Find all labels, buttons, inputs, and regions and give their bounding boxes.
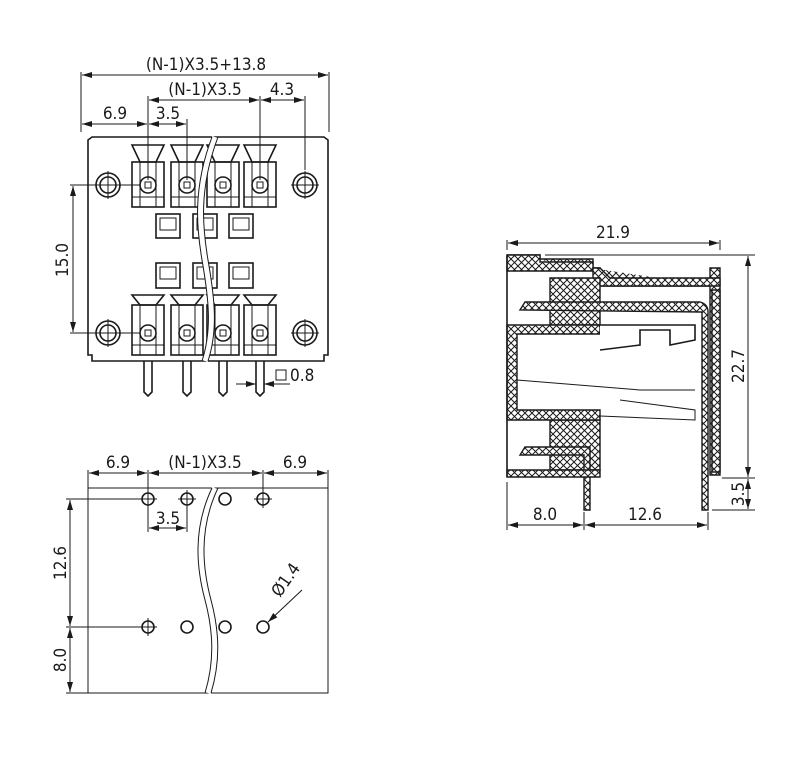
terminal-blocks xyxy=(130,144,278,356)
terminal xyxy=(205,294,241,356)
dim-row-spacing: 12.6 xyxy=(51,546,71,580)
pcb-layout-view: 6.9 (N-1)X3.5 6.9 3.5 12.6 8.0 Ø1.4 xyxy=(51,453,329,694)
dim-right-offset: 4.3 xyxy=(270,80,294,100)
pcb-holes xyxy=(139,490,272,636)
pins xyxy=(143,361,265,398)
release-windows xyxy=(155,213,254,289)
dim-row-spacing: 15.0 xyxy=(53,243,73,277)
dim-pitch-span: (N-1)X3.5 xyxy=(168,453,241,473)
dim-pitch: 3.5 xyxy=(156,104,180,124)
dim-height: 22.7 xyxy=(729,349,749,383)
dim-pin-to-pin: 12.6 xyxy=(628,505,662,525)
dim-pitch: 3.5 xyxy=(156,509,180,529)
break-line xyxy=(197,135,218,362)
terminal xyxy=(242,294,278,356)
dim-left-offset: 6.9 xyxy=(103,104,127,124)
dim-front-to-pin: 8.0 xyxy=(533,505,557,525)
terminal xyxy=(169,294,205,356)
terminal xyxy=(130,144,166,208)
front-view: (N-1)X3.5+13.8 (N-1)X3.5 4.3 6.9 3.5 15.… xyxy=(53,55,330,398)
dim-pin-length: 3.5 xyxy=(729,482,749,506)
terminal xyxy=(205,144,241,208)
dim-total-width: (N-1)X3.5+13.8 xyxy=(146,55,266,75)
dim-left: 6.9 xyxy=(106,453,130,473)
dim-pin-size: 0.8 xyxy=(290,366,314,386)
dim-hole-diameter: Ø1.4 xyxy=(268,560,305,601)
dim-depth: 21.9 xyxy=(596,223,630,243)
dim-right: 6.9 xyxy=(283,453,307,473)
terminal xyxy=(130,294,166,356)
side-view: 21.9 22.7 3.5 8.0 12.6 xyxy=(506,223,755,530)
dim-pitch-span: (N-1)X3.5 xyxy=(168,80,241,100)
dim-bottom: 8.0 xyxy=(51,648,71,672)
